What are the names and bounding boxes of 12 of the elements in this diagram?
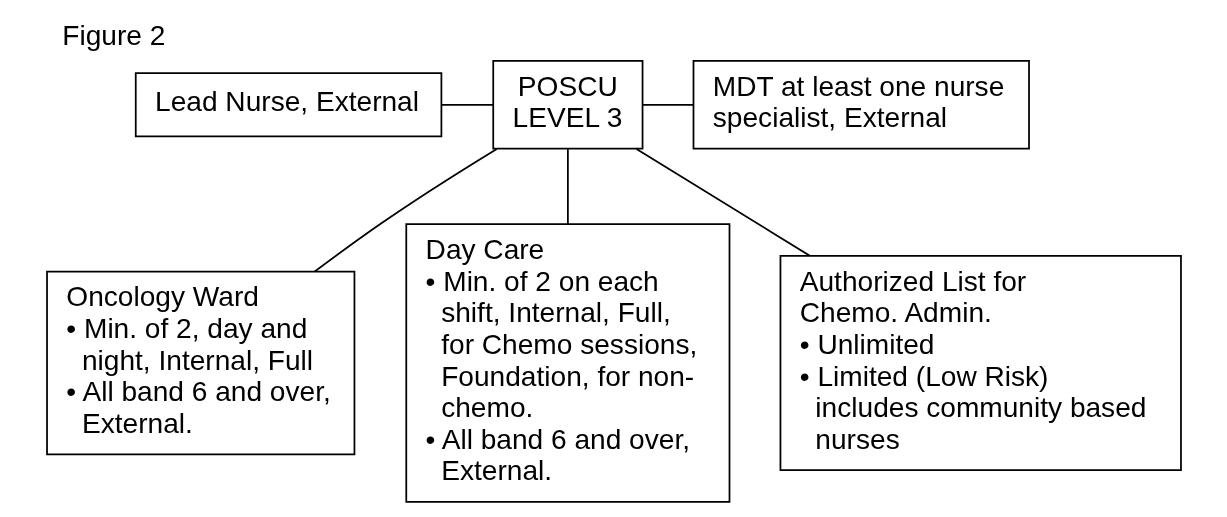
node-box: Oncology Ward • Min. of 2, day and night, Internal, Full • All band 6 and over, External. [45,270,355,456]
connector [313,148,498,273]
connector [440,103,494,106]
node-box: MDT at least one nurse specialist, External [692,60,1030,150]
node-box: Day Care • Min. of 2 on each shift, Internal, Full, for Chemo sessions, Foundation, for non-chemo. • All band 6 and over, External. [404,223,730,503]
node-box: Lead Nurse, External [134,72,442,138]
node-box: Authorized List for Chemo. Admin. • Unlimited • Limited (Low Risk) includes community based nurses [779,255,1182,472]
connector [641,103,694,106]
connector [566,148,569,225]
diagram-title: Figure 2 [61,19,165,51]
connector [635,148,810,257]
node-box: POSCU LEVEL 3 [491,60,643,150]
